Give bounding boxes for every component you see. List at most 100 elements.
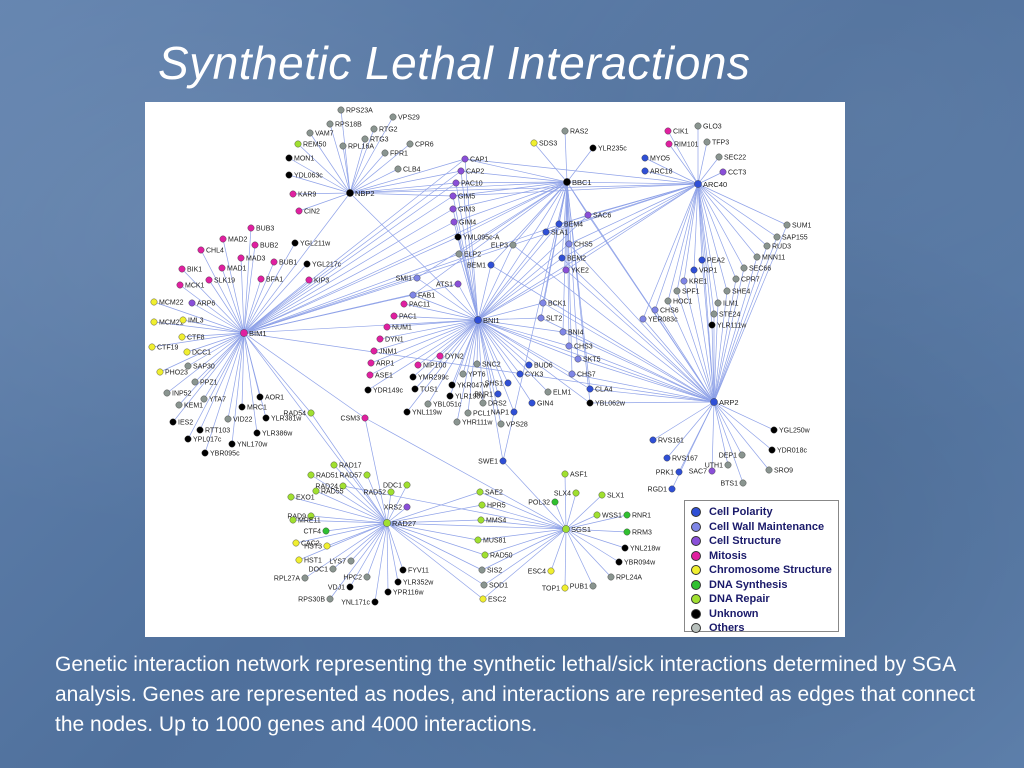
- edge: [208, 279, 245, 334]
- gene-node-label: HPR5: [487, 503, 506, 510]
- gene-node: BEM4: [555, 220, 583, 229]
- gene-node-dot: [708, 321, 716, 329]
- gene-node: GLO3: [694, 122, 722, 131]
- gene-node: CIN2: [295, 207, 320, 216]
- gene-node: RAD51: [307, 471, 339, 480]
- legend-label: Others: [709, 622, 745, 635]
- gene-node-label: CAP1: [470, 157, 488, 164]
- gene-node: DDC1: [383, 481, 411, 490]
- gene-node: FPR1: [381, 149, 408, 158]
- gene-node: ELM1: [544, 388, 571, 397]
- gene-node-label: YLR190w: [455, 394, 486, 401]
- edge: [554, 501, 567, 530]
- gene-node: FAB1: [409, 291, 435, 300]
- gene-node-dot: [436, 352, 444, 360]
- gene-node: LYS7: [329, 557, 355, 566]
- edge: [667, 300, 715, 403]
- edge: [467, 319, 479, 414]
- edge: [457, 283, 479, 321]
- edge: [153, 321, 245, 334]
- edge: [477, 181, 568, 321]
- gene-node-dot: [389, 113, 397, 121]
- gene-node-dot: [292, 539, 300, 547]
- gene-node-label: MUS81: [483, 538, 506, 545]
- gene-node: BIK1: [178, 265, 202, 274]
- gene-node: PPZ1: [191, 378, 218, 387]
- edge: [502, 460, 567, 530]
- legend-item: Cell Wall Maintenance: [691, 520, 832, 535]
- gene-node: ATS1: [436, 280, 462, 289]
- gene-node-dot: [178, 265, 186, 273]
- gene-node: AOR1: [256, 393, 284, 402]
- edge: [477, 244, 514, 321]
- edge: [697, 171, 724, 185]
- gene-node: RNR1: [623, 511, 651, 520]
- gene-node-dot: [240, 329, 248, 337]
- gene-node: NIP100: [414, 361, 446, 370]
- gene-node-dot: [449, 205, 457, 213]
- gene-node-dot: [664, 127, 672, 135]
- edge: [713, 401, 773, 451]
- gene-node-label: SEC22: [724, 155, 746, 162]
- edge: [349, 181, 568, 194]
- gene-node: SPF1: [673, 287, 700, 296]
- edge: [644, 170, 699, 185]
- edge: [243, 195, 454, 334]
- gene-node-label: YER083c: [648, 317, 678, 324]
- gene-node: DOC1: [309, 565, 337, 574]
- edge: [697, 183, 713, 326]
- edge: [477, 214, 589, 321]
- gene-node-dot: [390, 312, 398, 320]
- gene-node-dot: [403, 408, 411, 416]
- legend-dot-icon: [691, 550, 701, 561]
- gene-node-dot: [510, 408, 518, 416]
- gene-node-dot: [371, 598, 379, 606]
- edge: [200, 249, 245, 334]
- gene-node-dot: [400, 300, 408, 308]
- gene-node-dot: [559, 328, 567, 336]
- edge: [697, 183, 728, 292]
- gene-node: YLR235c: [589, 144, 627, 153]
- edge: [477, 319, 509, 384]
- gene-node-label: CTF8: [187, 335, 205, 342]
- gene-node-label: ARC40: [703, 180, 727, 189]
- gene-node-label: SPF1: [682, 289, 700, 296]
- gene-node-dot: [183, 348, 191, 356]
- gene-node: GIM3: [449, 205, 475, 214]
- gene-node-label: RPL16A: [348, 144, 374, 151]
- gene-node: SLX4: [554, 489, 580, 498]
- gene-node-dot: [251, 241, 259, 249]
- gene-node-dot: [739, 479, 747, 487]
- edge: [477, 319, 591, 404]
- gene-node: CIK1: [664, 127, 689, 136]
- gene-node-dot: [312, 487, 320, 495]
- edge: [713, 290, 728, 403]
- legend-item: DNA Synthesis: [691, 578, 832, 593]
- gene-node: YML095c-A: [454, 233, 500, 242]
- edge: [713, 401, 775, 431]
- edge: [386, 522, 404, 571]
- gene-node: VPS29: [389, 113, 420, 122]
- gene-node-label: YMR299c: [418, 375, 449, 382]
- gene-node-label: YGL217c: [312, 262, 342, 269]
- gene-node-label: MYO5: [650, 156, 670, 163]
- edge: [577, 358, 715, 403]
- edge: [373, 319, 479, 352]
- gene-node-label: UTH1: [705, 463, 723, 470]
- edge: [713, 401, 729, 466]
- caption: Genetic interaction network representing…: [55, 653, 975, 736]
- gene-node-dot: [448, 381, 456, 389]
- edge: [654, 183, 699, 311]
- gene-node-dot: [481, 551, 489, 559]
- gene-node-label: SAE2: [485, 490, 503, 497]
- edge: [477, 319, 570, 347]
- edge: [243, 227, 252, 334]
- edge: [292, 519, 388, 524]
- edge: [460, 170, 568, 183]
- gene-node: YKR047w: [448, 381, 489, 390]
- gene-node: SLX1: [598, 491, 624, 500]
- gene-node-dot: [201, 449, 209, 457]
- gene-node-dot: [497, 420, 505, 428]
- gene-node-label: BUB3: [256, 226, 274, 233]
- gene-node: MYO5: [641, 154, 670, 163]
